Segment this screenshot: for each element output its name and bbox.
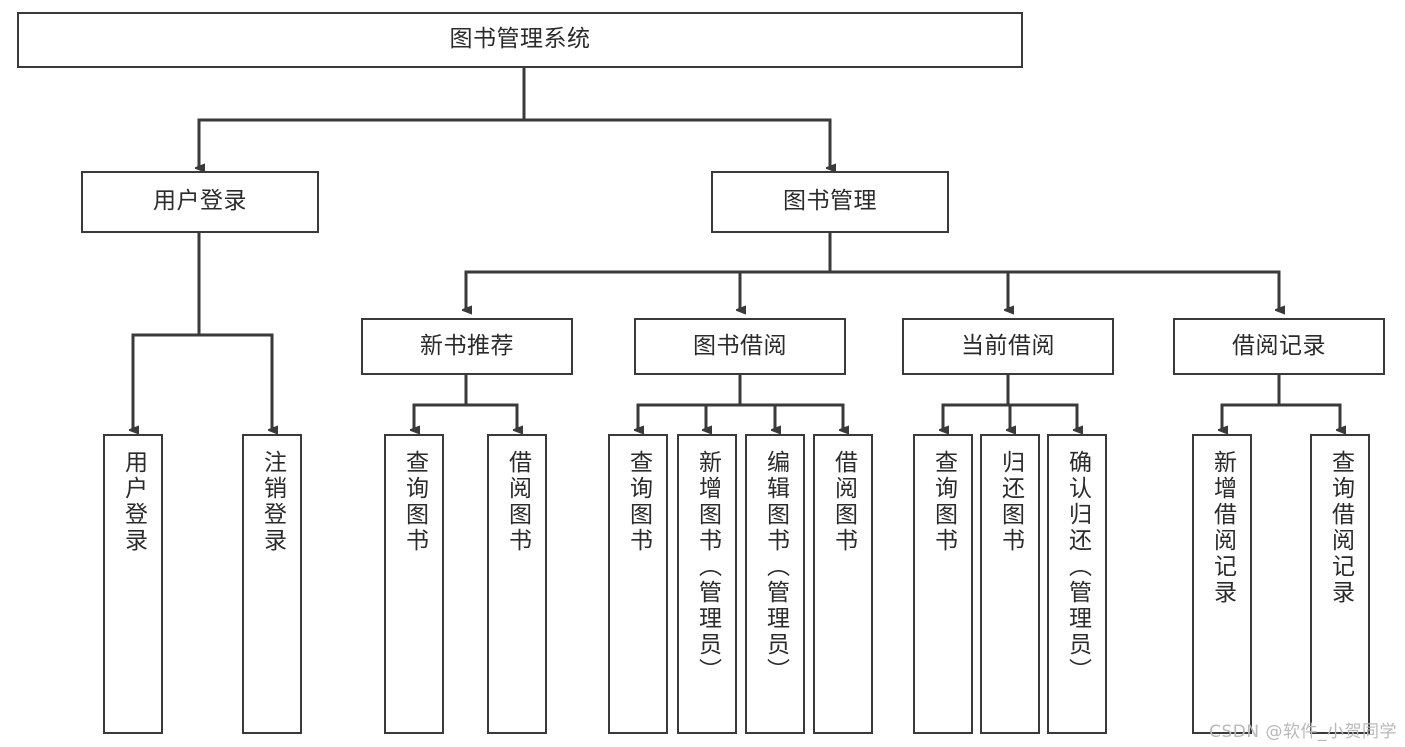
node-label: 查询图书	[930, 450, 957, 554]
node-label: 新增图书（管理员）	[694, 450, 721, 684]
node-root-book-management-system[interactable]: 图书管理系统	[17, 12, 1023, 68]
watermark: CSDN @软件_小贺同学	[1209, 722, 1397, 742]
node-label: 新增借阅记录	[1209, 450, 1236, 606]
node-leaf-query-book-borrow[interactable]: 查询图书	[608, 434, 668, 734]
node-leaf-add-borrow-record[interactable]: 新增借阅记录	[1192, 434, 1252, 734]
node-label: 当前借阅	[961, 332, 1055, 359]
node-leaf-query-book-current[interactable]: 查询图书	[913, 434, 973, 734]
node-label: 借阅图书	[504, 450, 531, 554]
node-leaf-query-borrow-record[interactable]: 查询借阅记录	[1310, 434, 1370, 734]
node-label: 借阅记录	[1232, 332, 1326, 359]
node-label: 新书推荐	[420, 332, 514, 359]
node-label: 图书借阅	[693, 332, 787, 359]
node-leaf-add-book-admin[interactable]: 新增图书（管理员）	[677, 434, 737, 734]
node-leaf-confirm-return-admin[interactable]: 确认归还（管理员）	[1047, 434, 1107, 734]
node-user-login[interactable]: 用户登录	[81, 171, 319, 233]
node-label: 查询图书	[401, 450, 428, 554]
node-leaf-query-book-newbook[interactable]: 查询图书	[384, 434, 444, 734]
node-label: 归还图书	[997, 450, 1024, 554]
node-label: 注销登录	[259, 450, 286, 554]
node-label: 确认归还（管理员）	[1064, 450, 1091, 684]
node-leaf-return-book[interactable]: 归还图书	[980, 434, 1040, 734]
node-label: 查询图书	[625, 450, 652, 554]
node-leaf-user-login[interactable]: 用户登录	[103, 434, 163, 734]
node-leaf-borrow-book[interactable]: 借阅图书	[813, 434, 873, 734]
node-label: 用户登录	[153, 188, 247, 215]
node-label: 查询借阅记录	[1327, 450, 1354, 606]
node-label: 用户登录	[120, 450, 147, 554]
node-borrow-record[interactable]: 借阅记录	[1173, 318, 1385, 375]
node-label: 图书管理系统	[449, 26, 591, 53]
node-book-borrow[interactable]: 图书借阅	[634, 318, 846, 375]
node-book-management[interactable]: 图书管理	[711, 171, 949, 233]
node-leaf-edit-book-admin[interactable]: 编辑图书（管理员）	[745, 434, 805, 734]
node-new-book-recommend[interactable]: 新书推荐	[361, 318, 573, 375]
node-current-borrow[interactable]: 当前借阅	[902, 318, 1114, 375]
node-label: 图书管理	[783, 188, 877, 215]
node-leaf-borrow-book-newbook[interactable]: 借阅图书	[487, 434, 547, 734]
node-label: 借阅图书	[830, 450, 857, 554]
node-leaf-logout-login[interactable]: 注销登录	[242, 434, 302, 734]
node-label: 编辑图书（管理员）	[762, 450, 789, 684]
